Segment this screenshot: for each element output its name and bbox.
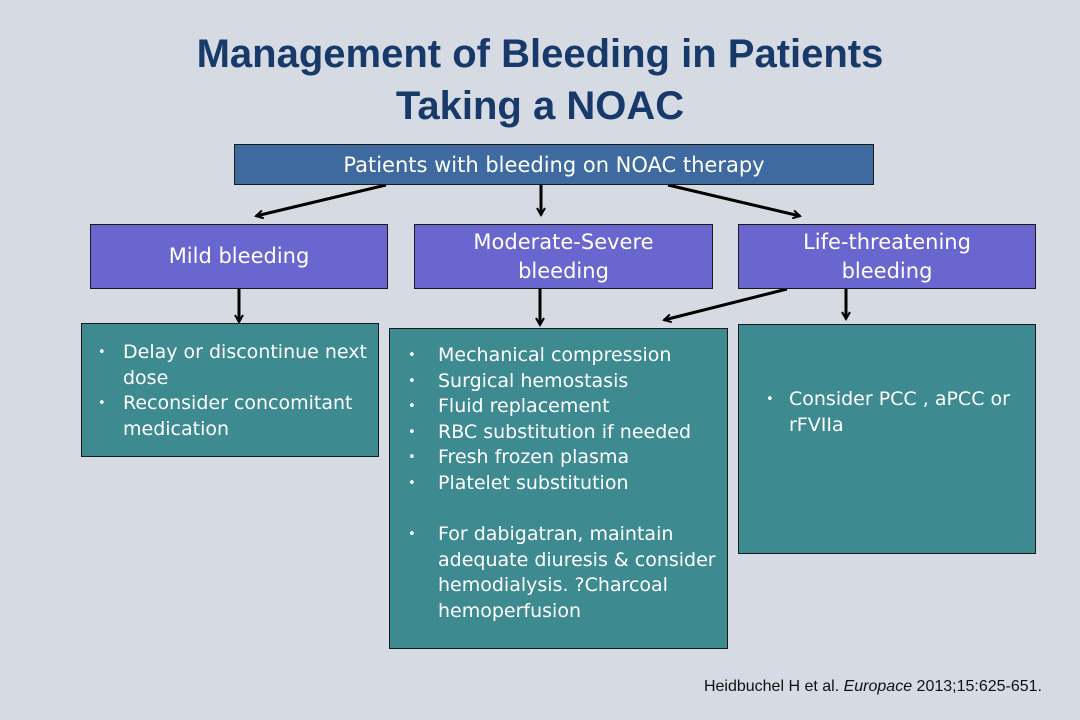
bullet-icon: • [408,527,416,543]
bullet-icon: • [766,392,774,407]
list-item-text: Consider PCC , aPCC or rFVIIa [789,388,1010,436]
category-label-line-2: bleeding [841,258,933,283]
category-label-line-1: Moderate-Severe [473,229,654,254]
list-item-text: Reconsider concomitant medication [123,392,353,440]
bullet-icon: • [408,348,416,363]
panel-life-threatening-management: • Consider PCC , aPCC or rFVIIa [738,324,1036,554]
arrow-life-to-moderate-panel [664,287,788,320]
list-item: • Surgical hemostasis [390,369,727,395]
citation-authors: Heidbuchel H et al. [703,678,840,695]
arrow-root-to-mild [256,183,387,216]
list-item: • Platelet substitution [390,471,727,497]
root-box: Patients with bleeding on NOAC therapy [234,144,874,185]
mild-management-list: • Delay or discontinue next dose • Reconsi… [82,340,378,442]
bullet-icon: • [408,450,416,466]
bullet-icon: • [408,373,416,389]
moderate-management-list: • Mechanical compression • Surgical hemost… [390,343,727,625]
category-moderate-severe-bleeding: Moderate-Severe bleeding [414,224,713,289]
bullet-icon: • [408,475,416,491]
list-item: • RBC substitution if needed [390,420,727,446]
list-item: • Consider PCC , aPCC or rFVIIa [739,387,1035,438]
category-life-threatening-bleeding: Life-threatening bleeding [738,224,1036,289]
bullet-icon: • [408,424,416,440]
bullet-icon: • [98,396,106,412]
category-label-line-1: Life-threatening [803,229,971,254]
category-label-line-2: bleeding [518,258,609,283]
list-item-text: Delay or discontinue next dose [123,341,367,389]
list-item: • Mechanical compression [390,343,727,369]
list-item-text: Mechanical compression [438,344,672,366]
bullet-icon: • [408,399,416,415]
list-item-text: Fresh frozen plasma [438,446,630,469]
citation-journal: Europace [843,678,913,695]
list-item-text: Platelet substitution [438,471,629,494]
category-label: Mild bleeding [168,244,310,268]
citation: Heidbuchel H et al. Europace 2013;15:625… [704,678,1042,696]
root-label: Patients with bleeding on NOAC therapy [343,152,765,177]
panel-mild-management: • Delay or discontinue next dose • Reconsi… [81,323,379,457]
title-line-2: Taking a NOAC [395,84,685,128]
category-mild-bleeding: Mild bleeding [90,224,388,289]
panel-moderate-severe-management: • Mechanical compression • Surgical hemost… [389,328,728,649]
title-line-1: Management of Bleeding in Patients [196,32,884,76]
list-item-text: Surgical hemostasis [438,369,629,392]
list-item: • Fluid replacement [390,394,727,420]
list-item: • Reconsider concomitant medication [82,391,378,442]
list-item-text: For dabigatran, maintain adequate diures… [438,523,716,622]
bullet-icon: • [98,345,106,360]
list-item: • Delay or discontinue next dose [82,340,378,391]
list-item-text: Fluid replacement [438,395,610,418]
arrow-root-to-life [667,183,800,216]
citation-details: 2013;15:625-651. [916,678,1042,695]
list-item-text: RBC substitution if needed [438,420,692,443]
list-item-dabigatran: • For dabigatran, maintain adequate diure… [390,522,727,624]
life-threatening-management-list: • Consider PCC , aPCC or rFVIIa [739,387,1035,438]
list-item: • Fresh frozen plasma [390,445,727,471]
slide-title: Management of Bleeding in Patients Takin… [0,28,1080,132]
